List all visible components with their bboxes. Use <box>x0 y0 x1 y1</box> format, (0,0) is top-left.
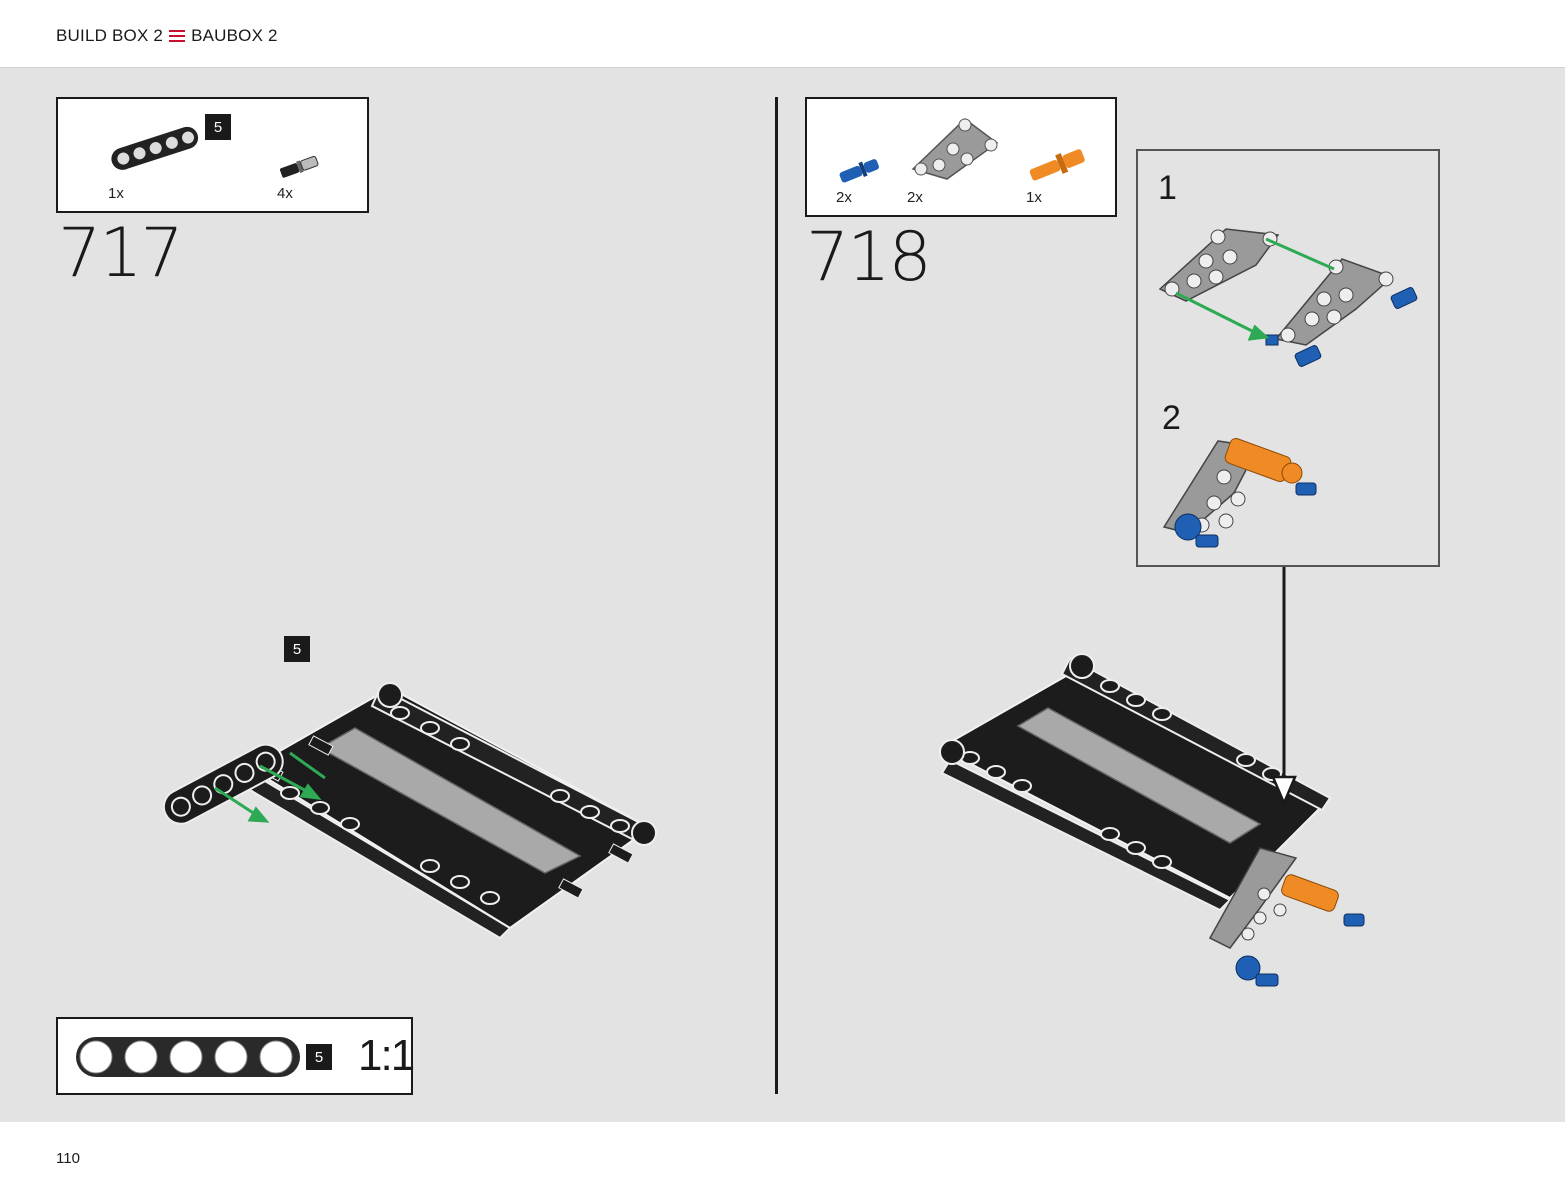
scale-reference-box: 5 1:1 <box>56 1017 415 1095</box>
step-divider <box>775 97 778 1094</box>
technic-beam-5-scale-icon <box>76 1037 300 1077</box>
header-title-right: BAUBOX 2 <box>191 26 278 45</box>
callout-length-badge: 5 <box>284 636 310 662</box>
assembly-illustration-717 <box>162 682 657 940</box>
part-qty: 1x <box>108 185 124 202</box>
parts-list-717: 5 1x 4x <box>56 97 369 213</box>
scale-length-badge: 5 <box>306 1044 332 1070</box>
assembly-illustration-718 <box>937 653 1365 987</box>
header-title: BUILD BOX 2 BAUBOX 2 <box>56 26 278 46</box>
page-footer: 110 <box>0 1122 1565 1191</box>
substep-1-illustration <box>1158 228 1418 367</box>
step-number-717: 717 <box>58 214 184 293</box>
part-qty: 1x <box>1026 189 1042 206</box>
substep-callout: 1 2 <box>1136 149 1440 567</box>
header-title-left: BUILD BOX 2 <box>56 26 164 45</box>
instruction-page: 5 1x 4x 717 <box>0 68 1565 1122</box>
page-number: 110 <box>56 1150 80 1167</box>
substep-number: 2 <box>1162 399 1181 437</box>
substep-number: 1 <box>1158 169 1177 207</box>
substep-2-illustration <box>1162 438 1317 548</box>
pin-orange-icon <box>1029 149 1085 181</box>
page-header: BUILD BOX 2 BAUBOX 2 <box>0 0 1565 68</box>
scale-ratio: 1:1 <box>358 1031 415 1080</box>
length-badge: 5 <box>205 114 231 140</box>
technic-beam-5-black-icon <box>111 126 199 170</box>
part-qty: 4x <box>277 185 293 202</box>
triangle-liftarm-gray-icon <box>911 118 999 180</box>
part-qty: 2x <box>836 189 852 206</box>
pin-blue-icon <box>839 159 879 183</box>
menu-icon <box>169 30 186 42</box>
part-qty: 2x <box>907 189 923 206</box>
insertion-arrow <box>1271 567 1297 807</box>
axle-pin-black-icon <box>279 155 319 178</box>
parts-list-718: 2x 2x 1x <box>805 97 1117 217</box>
step-number-718: 718 <box>806 218 932 297</box>
